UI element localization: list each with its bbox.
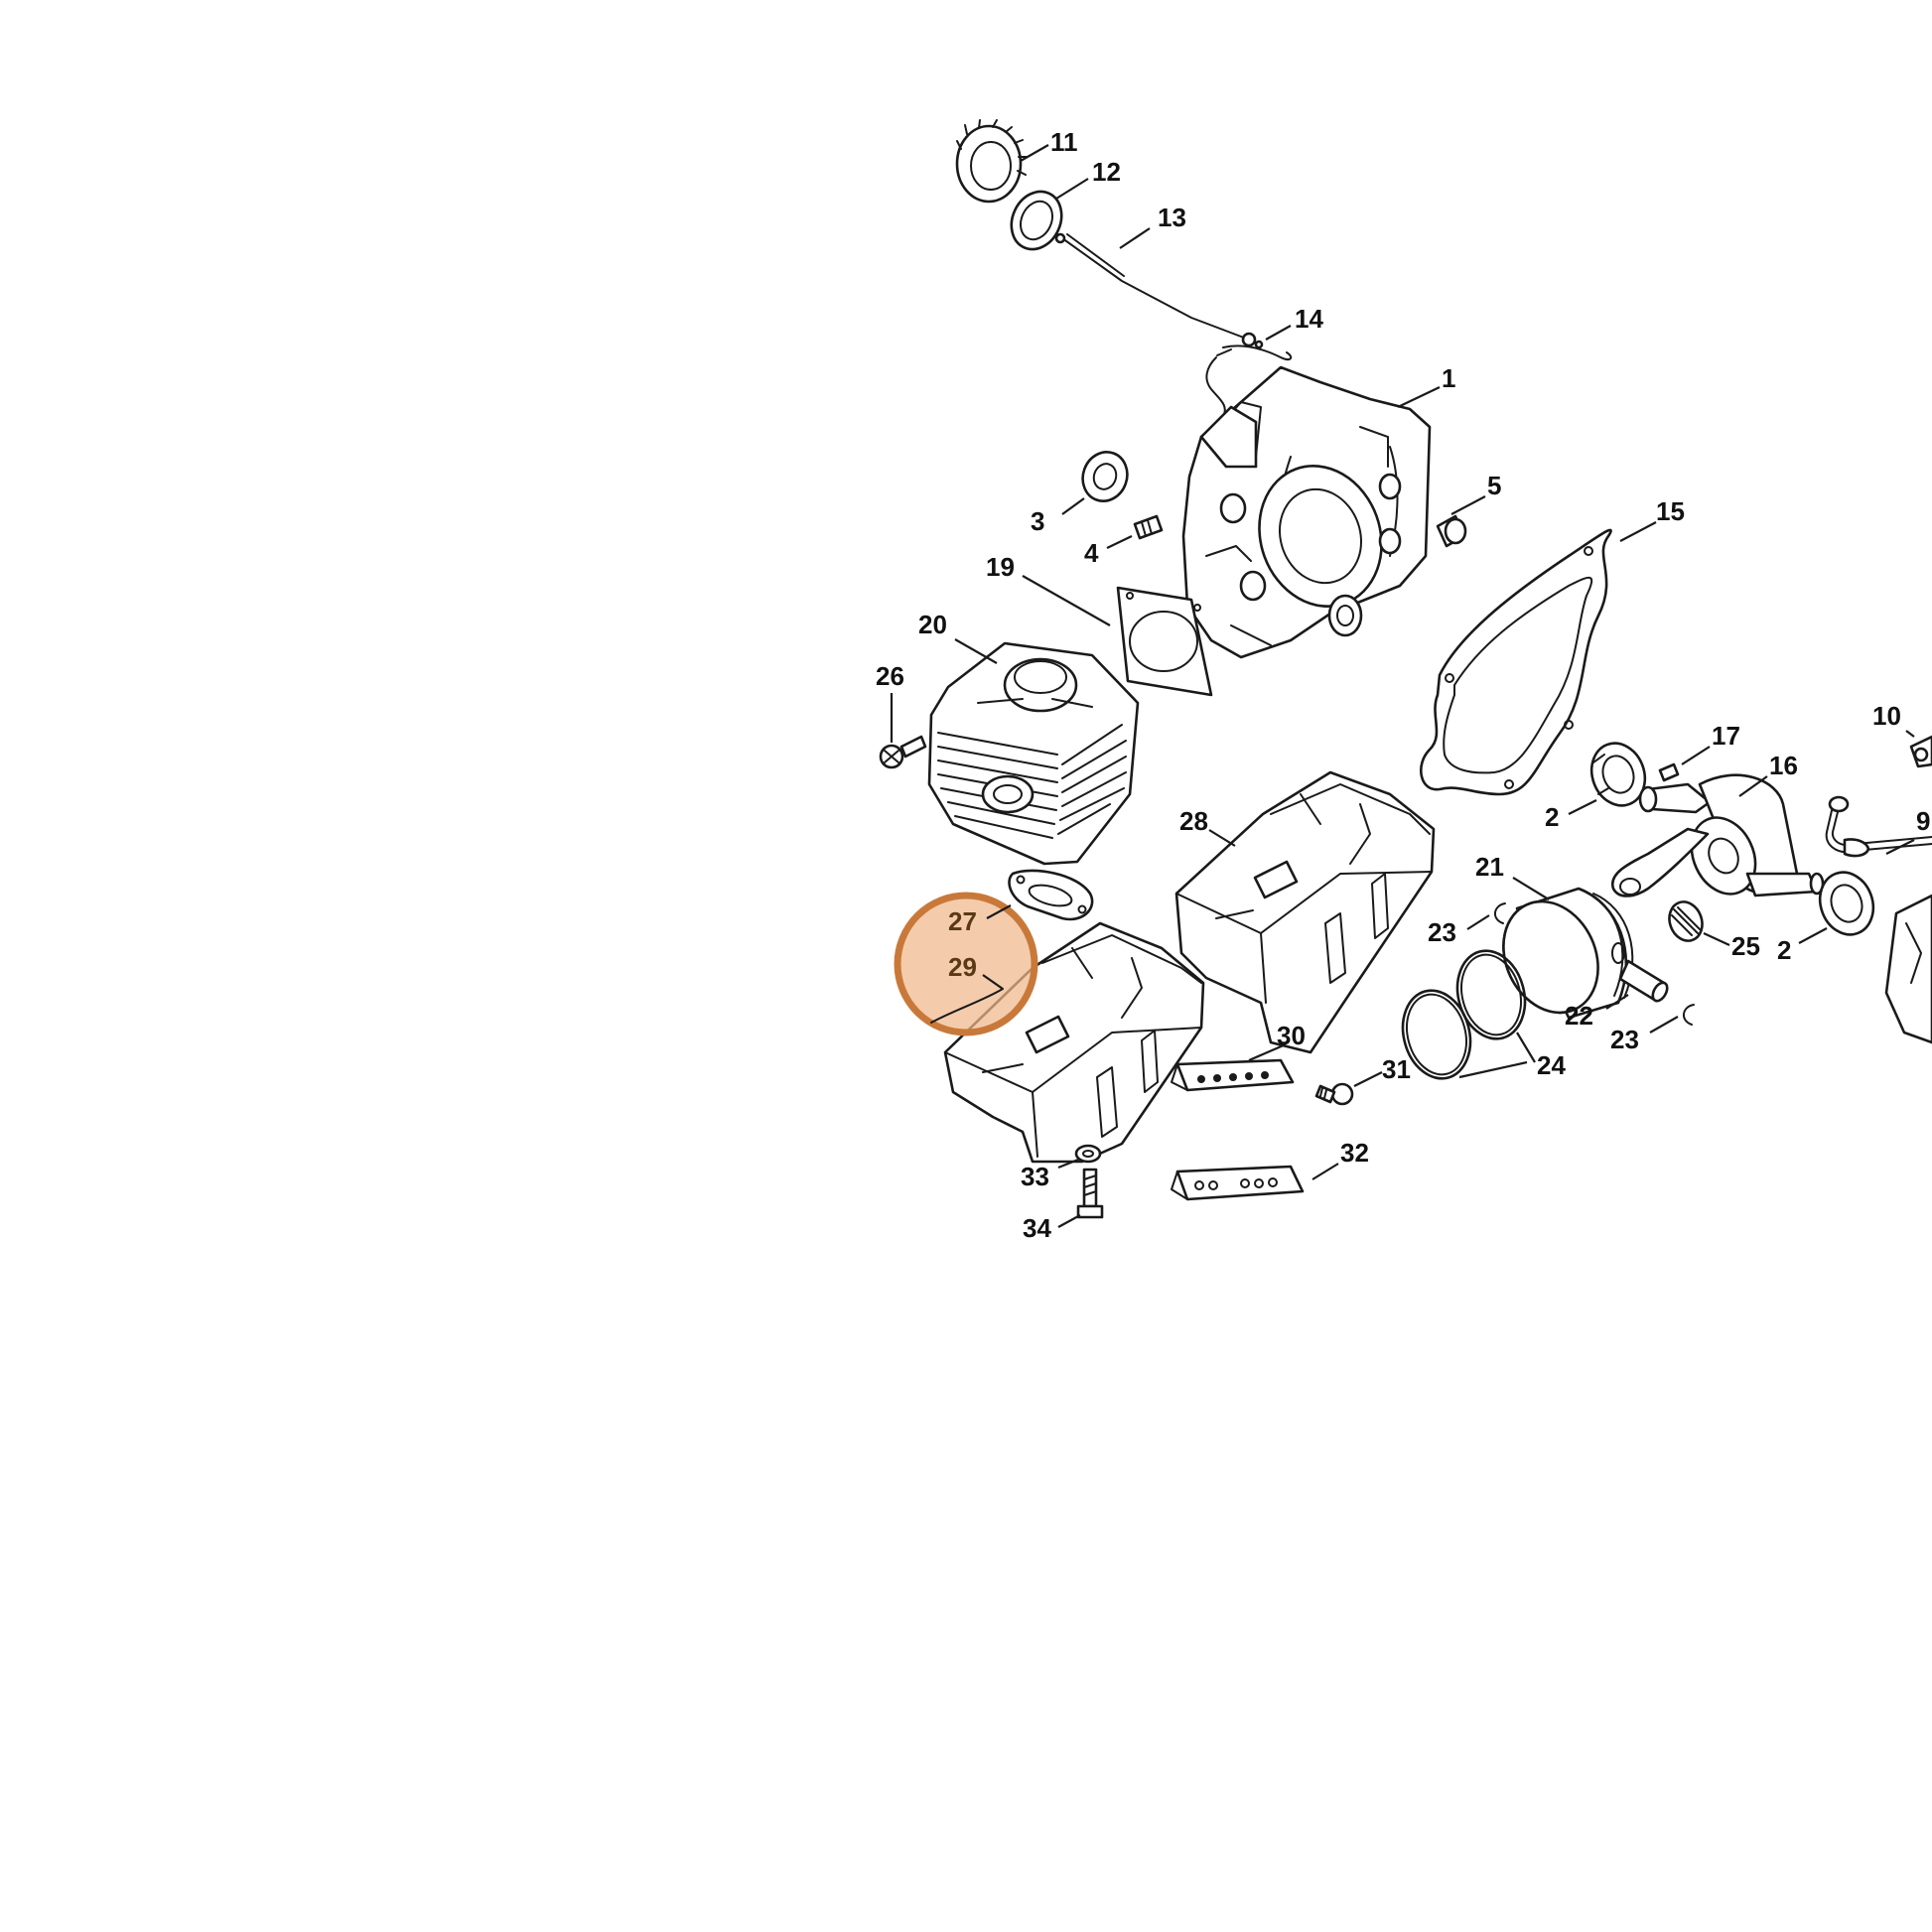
callout-10: 10: [1872, 701, 1901, 731]
part-29-muffler[interactable]: [943, 921, 1205, 1164]
callout-19: 19: [986, 552, 1015, 582]
part-28-muffler[interactable]: [1174, 770, 1436, 1054]
part-13-shaft[interactable]: [1054, 232, 1264, 349]
part-32-plate[interactable]: [1171, 1165, 1305, 1201]
part-5-sleeve[interactable]: [1436, 514, 1467, 548]
callout-15: 15: [1656, 496, 1685, 526]
callout-11: 11: [1050, 127, 1078, 157]
callout-22: 22: [1565, 1001, 1593, 1031]
part-24-piston-rings[interactable]: [1393, 943, 1534, 1086]
part-2-ball-bearing-left[interactable]: [1584, 736, 1654, 813]
part-12-washer[interactable]: [1003, 184, 1071, 258]
callout-26: 26: [876, 661, 904, 691]
part-23-circlip-lower[interactable]: [1683, 1004, 1695, 1026]
part-17-key[interactable]: [1658, 762, 1680, 782]
part-2-ball-bearing-right[interactable]: [1812, 865, 1882, 942]
part-33-washer[interactable]: [1074, 1144, 1102, 1164]
callout-4: 4: [1084, 538, 1099, 568]
callout-5: 5: [1487, 471, 1501, 500]
callout-13: 13: [1158, 203, 1186, 232]
part-34-bolt[interactable]: [1076, 1168, 1104, 1219]
callout-14: 14: [1295, 304, 1323, 334]
callout-23-lower: 23: [1610, 1025, 1639, 1054]
callout-1: 1: [1442, 363, 1455, 393]
callout-34: 34: [1023, 1213, 1051, 1243]
callout-33: 33: [1021, 1162, 1049, 1191]
part-26-screw[interactable]: [879, 735, 927, 769]
callout-30: 30: [1277, 1021, 1306, 1050]
callout-24: 24: [1537, 1050, 1566, 1080]
highlight-marker: [894, 892, 1038, 1036]
part-3-oil-seal[interactable]: [1076, 446, 1134, 507]
part-23-circlip-upper[interactable]: [1494, 902, 1506, 924]
part-31-screw[interactable]: [1314, 1082, 1354, 1106]
part-10-fitting[interactable]: [1909, 735, 1932, 768]
callout-2-right: 2: [1777, 935, 1791, 965]
part-9-oil-pipe[interactable]: [1825, 795, 1932, 858]
part-22-piston-pin[interactable]: [1618, 959, 1670, 1004]
part-4-nipple[interactable]: [1133, 514, 1164, 540]
part-15-crankcase-gasket[interactable]: [1420, 528, 1612, 796]
callout-3: 3: [1031, 506, 1044, 536]
callout-20: 20: [918, 610, 947, 639]
callout-27: 27: [948, 906, 977, 936]
callout-28: 28: [1179, 806, 1208, 836]
part-14-clip[interactable]: [1205, 345, 1293, 430]
part-housing-right-cropped: [1884, 894, 1932, 1044]
callout-29: 29: [948, 952, 977, 982]
part-19-gasket[interactable]: [1116, 586, 1213, 697]
part-25-needle-bearing[interactable]: [1664, 897, 1708, 946]
callout-17: 17: [1712, 721, 1740, 751]
callout-12: 12: [1092, 157, 1121, 187]
callout-25: 25: [1731, 931, 1760, 961]
part-21-piston[interactable]: [1486, 886, 1634, 1028]
part-16-crankshaft[interactable]: [1610, 773, 1825, 904]
part-30-plate[interactable]: [1171, 1058, 1295, 1092]
part-11-sprocket[interactable]: [955, 119, 1028, 204]
callout-9: 9: [1916, 806, 1930, 836]
callout-23-upper: 23: [1428, 917, 1456, 947]
part-1-crankcase[interactable]: [1181, 365, 1432, 659]
callout-31: 31: [1382, 1054, 1411, 1084]
callout-2-left: 2: [1545, 802, 1559, 832]
part-20-cylinder[interactable]: [927, 641, 1140, 866]
part-27-muffler-gasket[interactable]: [1008, 869, 1094, 921]
callout-32: 32: [1340, 1138, 1369, 1168]
callout-16: 16: [1769, 751, 1798, 780]
callout-21: 21: [1475, 852, 1504, 882]
